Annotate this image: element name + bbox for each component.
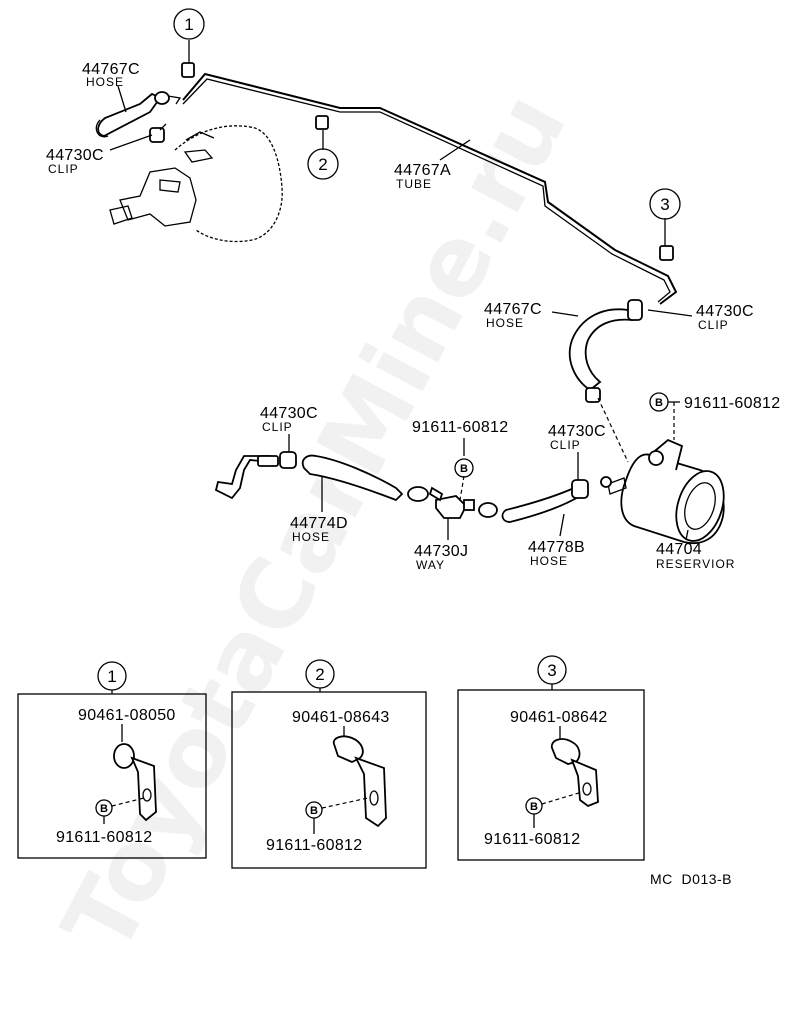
part-number-clip-top: 44730C [46,147,104,164]
way-fitting[interactable] [428,486,475,519]
clamp-90461-08050[interactable] [113,743,157,822]
bolt-callout-way: B [454,458,474,478]
detail-3-bolt-letter: B [530,801,538,813]
bolt-letter: B [655,397,663,409]
detail-1-clamp-number: 90461-08050 [78,707,176,724]
part-desc-clip-mid: CLIP [550,438,581,452]
part-number-hose-top: 44767C [82,61,140,78]
part-desc-hose-right: HOSE [486,316,524,330]
part-number-hose-right: 44767C [484,301,542,318]
clip-top-1[interactable] [154,91,182,105]
part-number-bolt-reservoir: 91611-60812 [684,395,780,412]
detail-3-bolt-number: 91611-60812 [484,831,580,848]
clip-right-2[interactable] [585,387,601,403]
part-number-hose-left: 44774D [290,515,348,532]
clamp-callout-1[interactable] [181,62,195,78]
part-number-clip-right: 44730C [696,303,754,320]
part-number-clip-mid: 44730C [548,423,606,440]
leader-lines [109,85,693,541]
detail-2-bolt-letter: B [310,805,318,817]
vacuum-tube[interactable] [182,72,678,305]
detail-2-bolt-number: 91611-60812 [266,837,362,854]
part-number-hose-mid: 44778B [528,539,585,556]
bolt-callout-reservoir: B [649,392,669,412]
part-number-bolt-way: 91611-60812 [412,419,508,436]
part-desc-clip-top: CLIP [48,162,79,176]
detail-3-label: 3 [547,661,556,680]
part-desc-way: WAY [416,558,445,572]
clip-top-2[interactable] [149,123,167,143]
clip-left-1[interactable] [279,451,297,469]
bolt-letter: B [460,463,468,475]
clip-way-left[interactable] [407,486,429,502]
detail-1-label: 1 [107,667,116,686]
part-desc-clip-left: CLIP [262,420,293,434]
hose-mid[interactable] [501,486,582,523]
clip-mid[interactable] [571,479,589,499]
part-desc-tube: TUBE [396,177,432,191]
detail-1-bolt-number: 91611-60812 [56,829,152,846]
detail-2-label: 2 [315,665,324,684]
clamp-90461-08642[interactable] [550,738,599,808]
elbow-fitting-left[interactable] [214,455,279,500]
callout-3-label: 3 [660,195,669,214]
callout-2: 2 [307,148,339,180]
callout-3: 3 [649,188,681,220]
detail-box-3: 3 90461-08642 B 91611-60812 [457,655,645,861]
hose-right[interactable] [568,308,634,392]
clip-right-1[interactable] [627,299,643,321]
callout-1: 1 [173,8,205,40]
part-number-tube: 44767A [394,162,451,179]
clamp-callout-3[interactable] [659,245,674,261]
part-number-clip-left: 44730C [260,405,318,422]
part-desc-hose-mid: HOSE [530,554,568,568]
part-desc-hose-left: HOSE [292,530,330,544]
detail-box-1: 1 90461-08050 B 91611-60812 [17,661,207,859]
part-desc-clip-right: CLIP [698,318,729,332]
brake-booster-outline [109,125,283,243]
part-desc-hose-top: HOSE [86,75,124,89]
callout-2-label: 2 [318,155,327,174]
detail-3-clamp-number: 90461-08642 [510,709,608,726]
detail-box-2: 2 90461-08643 B 91611-60812 [231,659,427,869]
clamp-callout-2[interactable] [315,115,329,130]
part-number-way: 44730J [414,543,468,560]
clamp-90461-08643[interactable] [332,735,387,828]
detail-1-bolt-letter: B [100,803,108,815]
hose-left[interactable] [301,454,404,502]
detail-2-clamp-number: 90461-08643 [292,709,390,726]
reservoir[interactable] [600,438,732,547]
diagram-code: MC D013-B [650,871,732,887]
callout-1-label: 1 [184,15,193,34]
clip-way-right[interactable] [478,502,498,518]
part-number-reservoir: 44704 [656,541,702,558]
part-desc-reservoir: RESERVIOR [656,557,735,571]
